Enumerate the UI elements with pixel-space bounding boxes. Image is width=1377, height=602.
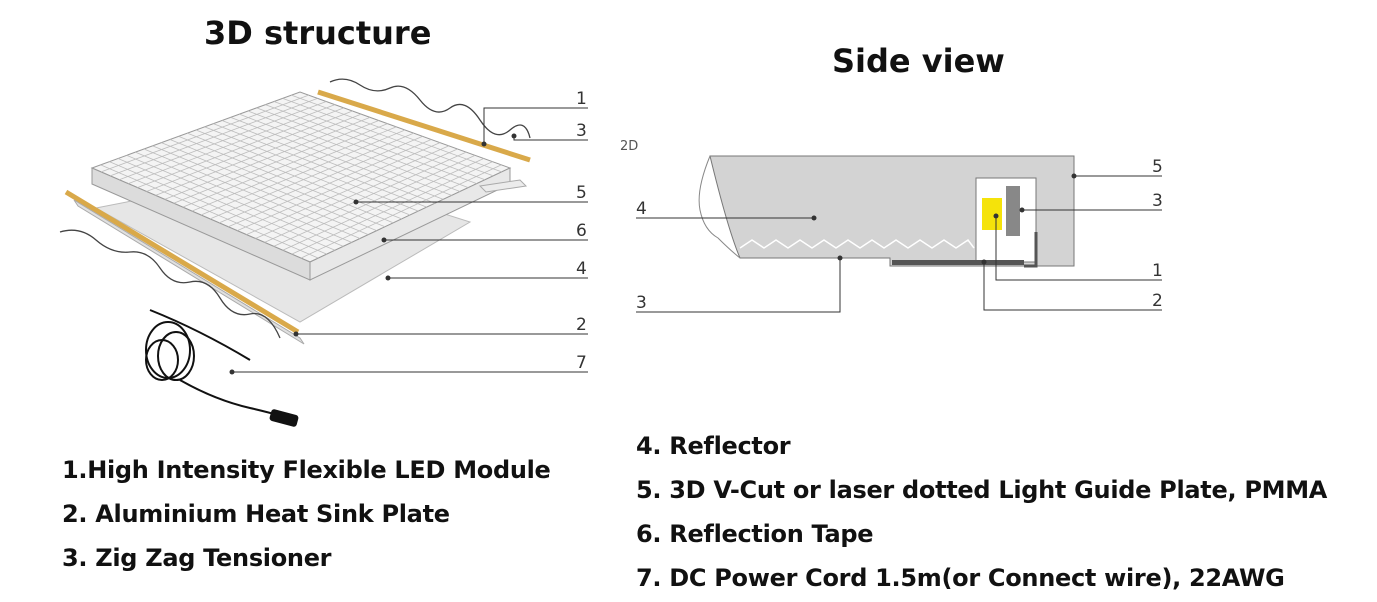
callout-3d-2: 2 (576, 315, 587, 335)
grid-line (273, 154, 476, 247)
legend-item-5: 5. 3D V-Cut or laser dotted Light Guide … (636, 476, 1328, 504)
legend-item-4: 4. Reflector (636, 432, 791, 460)
callout-side-3-top: 3 (1152, 191, 1163, 211)
side-view-tag: 2D (620, 139, 638, 154)
aluminium-rail-right (478, 179, 528, 193)
grid-line (300, 164, 502, 259)
legend-item-2: 2. Aluminium Heat Sink Plate (62, 500, 450, 528)
callout-3d-4: 4 (576, 259, 587, 279)
legend-item-3: 3. Zig Zag Tensioner (62, 544, 332, 572)
callout-3d-7: 7 (576, 353, 587, 373)
led-strip-top (317, 89, 531, 163)
dc-connector (269, 409, 299, 427)
legend-item-1: 1.High Intensity Flexible LED Module (62, 456, 551, 484)
grid-line (282, 158, 484, 251)
aluminium-base (892, 260, 1024, 265)
callout-3d-5: 5 (576, 183, 587, 203)
legend-left: 1.High Intensity Flexible LED Module 2. … (62, 448, 551, 580)
grid-line (282, 97, 494, 177)
callout-side-3-bottom: 3 (636, 293, 647, 313)
zigzag-tensioner-bottom (59, 229, 281, 339)
callout-3d-3: 3 (576, 121, 587, 141)
grid-line (291, 161, 493, 255)
side-zigzag (739, 238, 975, 249)
callout-side-5: 5 (1152, 157, 1163, 177)
legend-right: 4. Reflector 5. 3D V-Cut or laser dotted… (636, 424, 1327, 600)
dc-power-cord (145, 309, 291, 421)
side-view-diagram: 2D 5 3 4 1 2 3 (620, 139, 1163, 313)
structure-3d-diagram: 1 3 5 6 4 2 7 (59, 78, 588, 427)
callout-side-4: 4 (636, 199, 647, 219)
led-strip-left (64, 189, 300, 335)
grid-line (273, 101, 486, 181)
callout-side-1: 1 (1152, 261, 1163, 281)
legend-item-6: 6. Reflection Tape (636, 520, 874, 548)
callout-side-2: 2 (1152, 291, 1163, 311)
side-view-title: Side view (832, 42, 1005, 80)
led-chip (982, 198, 1002, 230)
zigzag-tensioner-top (329, 78, 531, 139)
callout-3d-1: 1 (576, 89, 587, 109)
led-pcb (1006, 186, 1020, 236)
structure-title: 3D structure (204, 14, 432, 52)
callout-3d-6: 6 (576, 221, 587, 241)
aluminium-heat-sink-left (73, 199, 305, 345)
grid-line (291, 94, 502, 173)
legend-item-7: 7. DC Power Cord 1.5m(or Connect wire), … (636, 564, 1285, 592)
